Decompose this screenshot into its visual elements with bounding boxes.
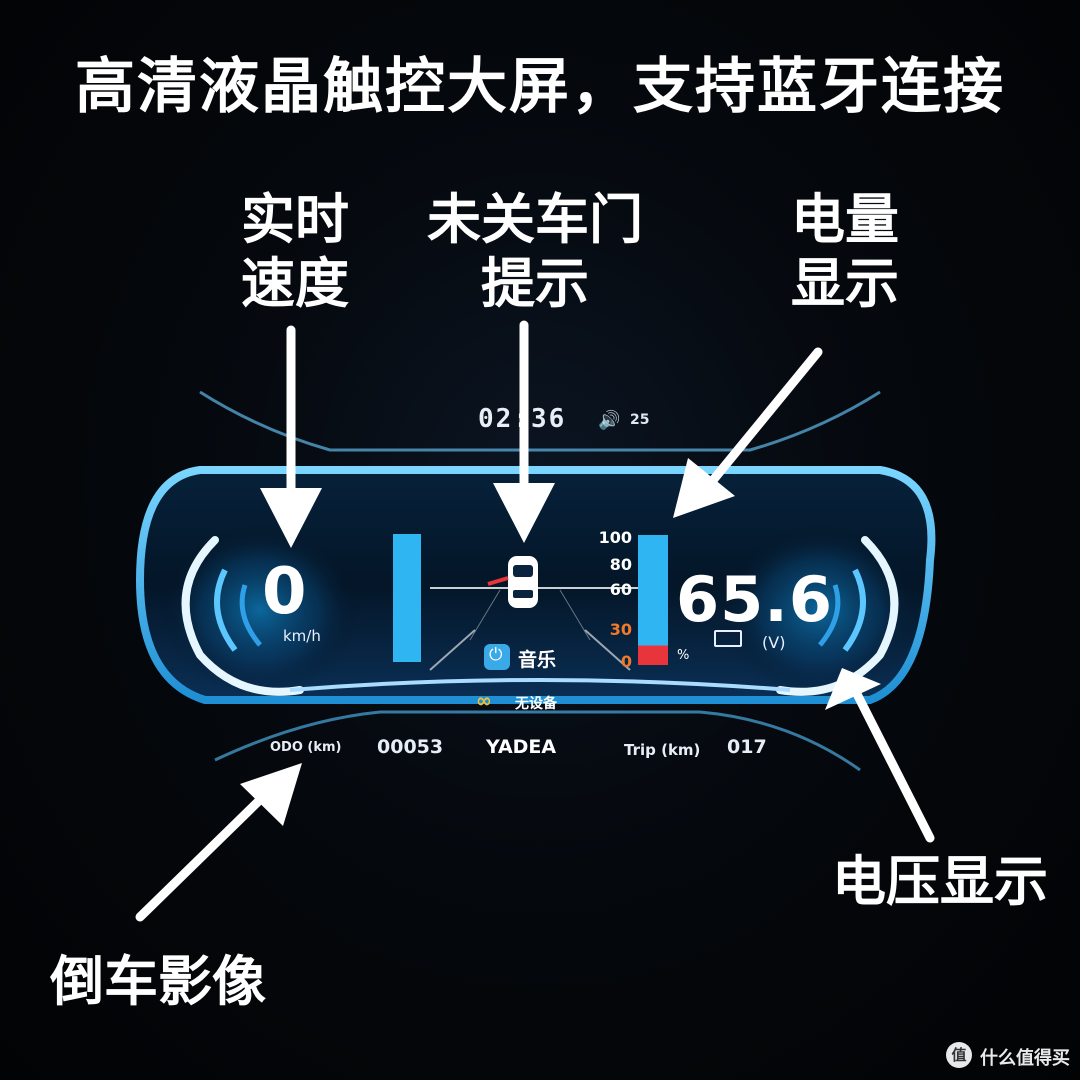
music-button-label[interactable]: 音乐: [518, 649, 557, 671]
battery-scale-80: 80: [609, 555, 632, 574]
voltage-value: 65.6: [676, 563, 833, 636]
callout-battery: 电量 显示: [791, 188, 899, 315]
battery-percent-symbol: %: [677, 648, 690, 663]
bluetooth-icon: ∞: [476, 690, 492, 712]
speed-value: 0: [262, 555, 307, 629]
volume-level: 25: [630, 412, 650, 428]
speaker-icon: 🔊: [598, 410, 621, 431]
brand-logo: YADEA: [486, 736, 557, 758]
watermark-logo-icon: 值: [946, 1042, 972, 1068]
voltage-unit: (V): [762, 633, 786, 652]
callout-door-warning: 未关车门 提示: [427, 188, 643, 315]
battery-scale-0: 0: [620, 652, 632, 671]
callout-voltage: 电压显示: [832, 850, 1048, 913]
music-icon[interactable]: [484, 644, 510, 670]
bluetooth-status: 无设备: [515, 696, 557, 712]
left-level-bar: [393, 534, 421, 662]
odo-value: 00053: [377, 736, 444, 758]
car-door-icon: [487, 556, 538, 608]
callout-speed: 实时 速度: [241, 188, 349, 315]
battery-icon: [714, 630, 742, 647]
trip-label: Trip (km): [624, 741, 701, 759]
trip-value: 017: [727, 736, 767, 758]
battery-scale-60: 60: [609, 580, 632, 599]
callout-reverse-camera: 倒车影像: [50, 950, 266, 1013]
speed-unit: km/h: [283, 627, 321, 645]
headline: 高清液晶触控大屏，支持蓝牙连接: [75, 52, 1005, 122]
battery-scale-30: 30: [609, 620, 632, 639]
left-gauge: [160, 525, 360, 695]
right-gauge: [720, 525, 920, 695]
odo-label: ODO (km): [270, 740, 342, 755]
battery-scale-100: 100: [598, 528, 632, 547]
watermark-text: 什么值得买: [980, 1048, 1070, 1069]
battery-bar: [638, 535, 668, 665]
